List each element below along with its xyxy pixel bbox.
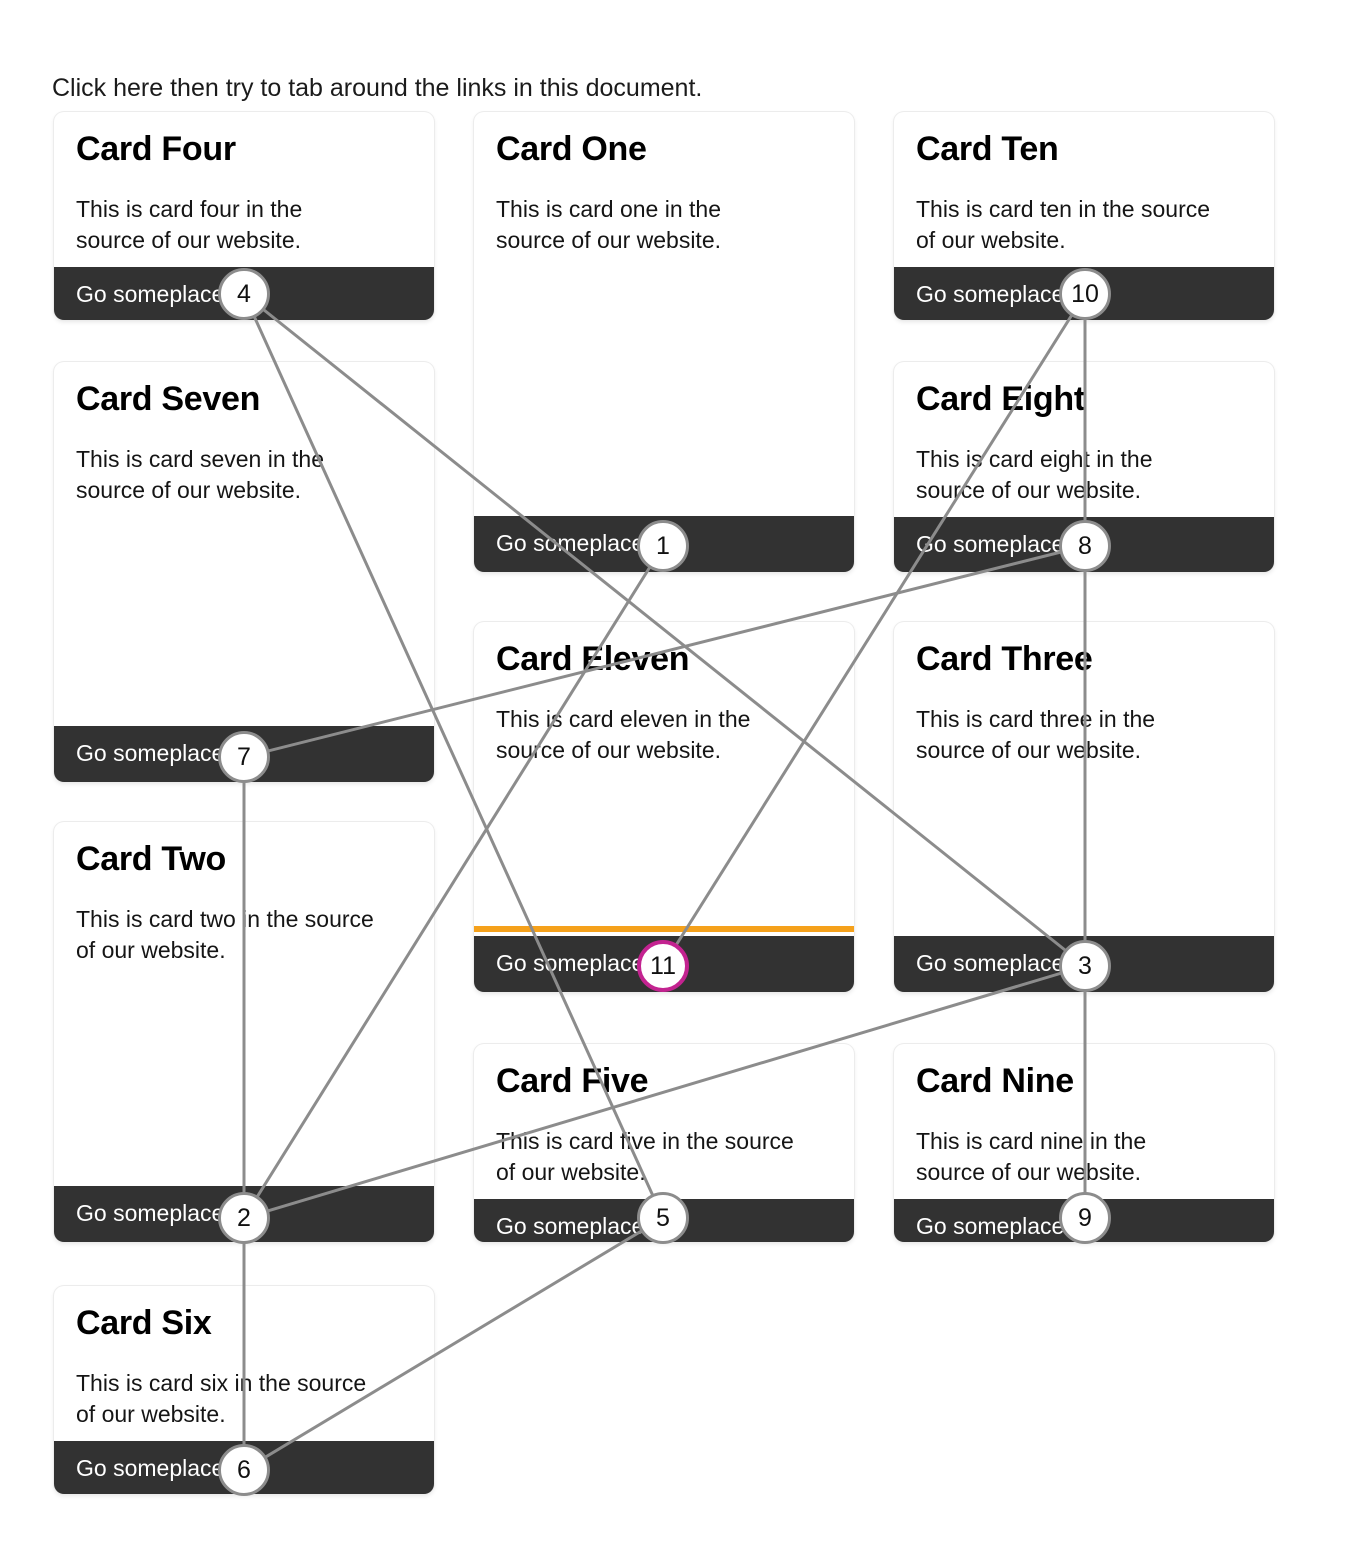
- card-body: Card Nine This is card nine in the sourc…: [894, 1044, 1274, 1199]
- card-text: This is card five in the source of our w…: [496, 1127, 794, 1186]
- card-title: Card Two: [76, 840, 226, 878]
- card-title: Card Eleven: [496, 640, 690, 678]
- card-title: Card Ten: [916, 130, 1059, 168]
- card-text: This is card six in the source of our we…: [76, 1369, 367, 1428]
- tab-marker-8: 8: [1059, 520, 1111, 572]
- tab-marker-10: 10: [1059, 268, 1111, 320]
- intro-text: Click here then try to tab around the li…: [52, 74, 703, 102]
- card-title: Card Nine: [916, 1062, 1074, 1100]
- card-body: Card Four This is card four in the sourc…: [54, 112, 434, 267]
- card-body: Card Three This is card three in the sou…: [894, 622, 1274, 936]
- card-text: This is card three in the source of our …: [916, 705, 1156, 764]
- card-ten: Card Ten This is card ten in the source …: [894, 112, 1274, 320]
- tab-marker-6: 6: [218, 1444, 270, 1496]
- card-body: Card Seven This is card seven in the sou…: [54, 362, 434, 726]
- card-title: Card Seven: [76, 380, 261, 418]
- tab-marker-1: 1: [637, 520, 689, 572]
- tab-marker-5: 5: [637, 1192, 689, 1244]
- tab-marker-3: 3: [1059, 940, 1111, 992]
- card-text: This is card eleven in the source of our…: [496, 705, 751, 764]
- card-text: This is card one in the source of our we…: [496, 195, 722, 254]
- card-title: Card Four: [76, 130, 236, 168]
- card-body: Card Six This is card six in the source …: [54, 1286, 434, 1441]
- card-seven: Card Seven This is card seven in the sou…: [54, 362, 434, 782]
- card-eleven: Card Eleven This is card eleven in the s…: [474, 622, 854, 992]
- card-text: This is card nine in the source of our w…: [916, 1127, 1147, 1186]
- card-text: This is card seven in the source of our …: [76, 445, 325, 504]
- card-title: Card Three: [916, 640, 1093, 678]
- card-body: Card Eight This is card eight in the sou…: [894, 362, 1274, 517]
- card-body: Card Two This is card two in the source …: [54, 822, 434, 1186]
- card-title: Card Six: [76, 1304, 212, 1342]
- card-text: This is card four in the source of our w…: [76, 195, 303, 254]
- card-body: Card Eleven This is card eleven in the s…: [474, 622, 854, 936]
- card-body: Card One This is card one in the source …: [474, 112, 854, 516]
- card-title: Card Eight: [916, 380, 1085, 418]
- card-body: Card Five This is card five in the sourc…: [474, 1044, 854, 1199]
- card-text: This is card eight in the source of our …: [916, 445, 1153, 504]
- card-one: Card One This is card one in the source …: [474, 112, 854, 572]
- tab-marker-4: 4: [218, 268, 270, 320]
- card-text: This is card ten in the source of our we…: [916, 195, 1211, 254]
- card-body: Card Ten This is card ten in the source …: [894, 112, 1274, 267]
- card-three: Card Three This is card three in the sou…: [894, 622, 1274, 992]
- card-title: Card Five: [496, 1062, 649, 1100]
- card-two: Card Two This is card two in the source …: [54, 822, 434, 1242]
- tab-marker-9: 9: [1059, 1192, 1111, 1244]
- card-text: This is card two in the source of our we…: [76, 905, 374, 964]
- card-title: Card One: [496, 130, 647, 168]
- tab-marker-2: 2: [218, 1192, 270, 1244]
- tab-marker-7: 7: [218, 731, 270, 783]
- tab-marker-11: 11: [637, 940, 689, 992]
